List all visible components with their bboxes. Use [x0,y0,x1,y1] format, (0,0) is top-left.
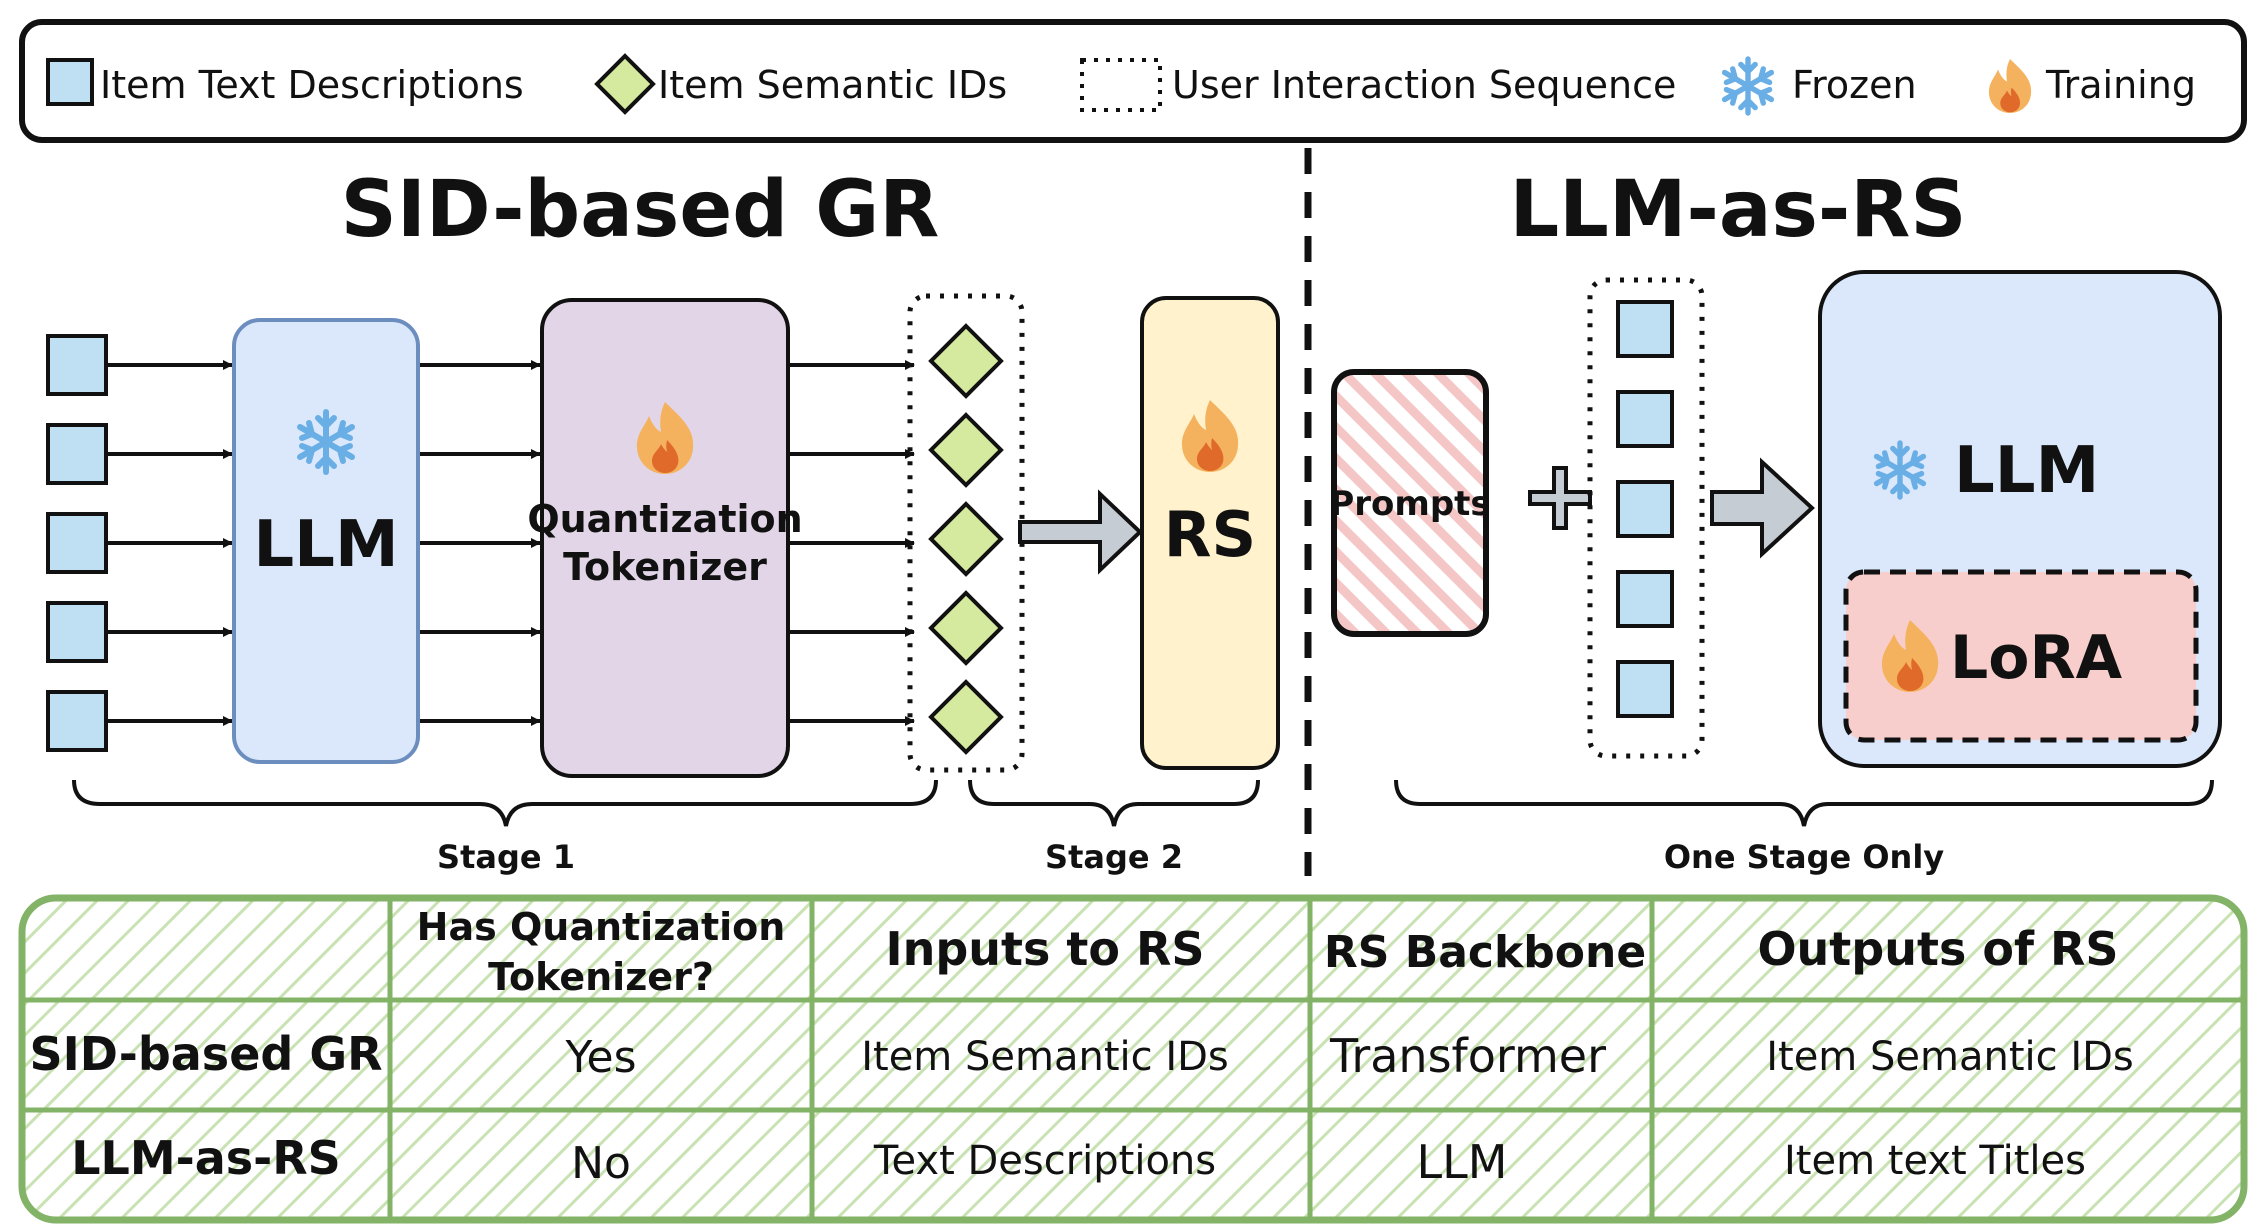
plus-sign [1528,466,1592,530]
left-title: SID-based GR [341,165,940,255]
sid-diamond [928,679,1004,755]
header-inputs: Inputs to RS [885,922,1204,976]
cell-llm-inputs: Text Descriptions [873,1138,1216,1184]
item-square [1616,480,1674,538]
cell-llm-quantization: No [571,1138,631,1189]
right-title: LLM-as-RS [1509,165,1966,255]
legend-sequence-label: User Interaction Sequence [1172,63,1676,107]
stage2-label: Stage 2 [1045,838,1183,876]
legend-sequence-swatch [1080,58,1162,112]
item-square [46,690,108,752]
legend-item-text-swatch [46,58,94,106]
arrows-to-llm [108,360,233,726]
header-backbone: RS Backbone [1324,927,1646,978]
row-label-sid: SID-based GR [29,1027,382,1081]
arrows-to-sids [790,360,915,726]
rs-label: RS [1164,498,1256,571]
quantization-tokenizer-box [540,298,790,778]
sid-diamond [928,501,1004,577]
cell-llm-outputs: Item text Titles [1784,1138,2086,1184]
stage2-brace [968,779,1260,827]
frozen-llm-box [232,318,420,764]
legend-item-text-label: Item Text Descriptions [100,63,524,107]
table-frame [18,894,2248,1224]
item-square [1616,570,1674,628]
item-text-squares [46,334,108,752]
tokenizer-label-line1: Quantization [527,497,802,541]
item-square [1616,390,1674,448]
item-square [46,512,108,574]
sid-diamond [928,590,1004,666]
arrows-to-tokenizer [420,360,541,726]
cell-sid-outputs: Item Semantic IDs [1766,1034,2134,1080]
legend-frozen-label: Frozen [1792,63,1917,107]
item-square [46,601,108,663]
stage1-brace [72,779,938,827]
arrow-to-llm-rs [1710,457,1815,559]
legend: Item Text Descriptions Item Semantic IDs… [19,19,2247,143]
sequence-item-squares [1616,300,1674,718]
prompts-label: Prompts [1329,484,1490,524]
item-square [1616,300,1674,358]
cell-llm-backbone: LLM [1417,1135,1508,1189]
header-quantization-line2: Tokenizer? [488,955,714,999]
item-square [1616,660,1674,718]
lora-label: LoRA [1950,623,2123,693]
header-quantization-line1: Has Quantization [417,905,786,949]
prompts-box [1331,369,1489,637]
cell-sid-backbone: Transformer [1329,1029,1606,1083]
header-outputs: Outputs of RS [1757,922,2118,976]
sid-diamond [928,323,1004,399]
one-stage-label: One Stage Only [1664,838,1944,876]
legend-training-label: Training [2045,63,2196,107]
row-label-llm: LLM-as-RS [71,1131,341,1185]
item-square [46,423,108,485]
arrow-to-rs [1018,489,1143,575]
item-square [46,334,108,396]
cell-sid-inputs: Item Semantic IDs [861,1034,1229,1080]
one-stage-brace [1394,779,2214,827]
lora-box [1843,569,2199,743]
comparison-table: Has Quantization Tokenizer? Inputs to RS… [18,894,2248,1224]
legend-sid-label: Item Semantic IDs [658,63,1007,107]
stage1-label: Stage 1 [437,838,575,876]
rs-box [1140,296,1280,770]
llm-rs-label: LLM [1954,434,2099,508]
legend-sid-swatch [594,53,656,115]
tokenizer-label-line2: Tokenizer [563,545,767,589]
sid-diamonds [928,323,1004,755]
sid-diamond [928,412,1004,488]
llm-label: LLM [253,508,398,582]
cell-sid-quantization: Yes [564,1032,636,1083]
